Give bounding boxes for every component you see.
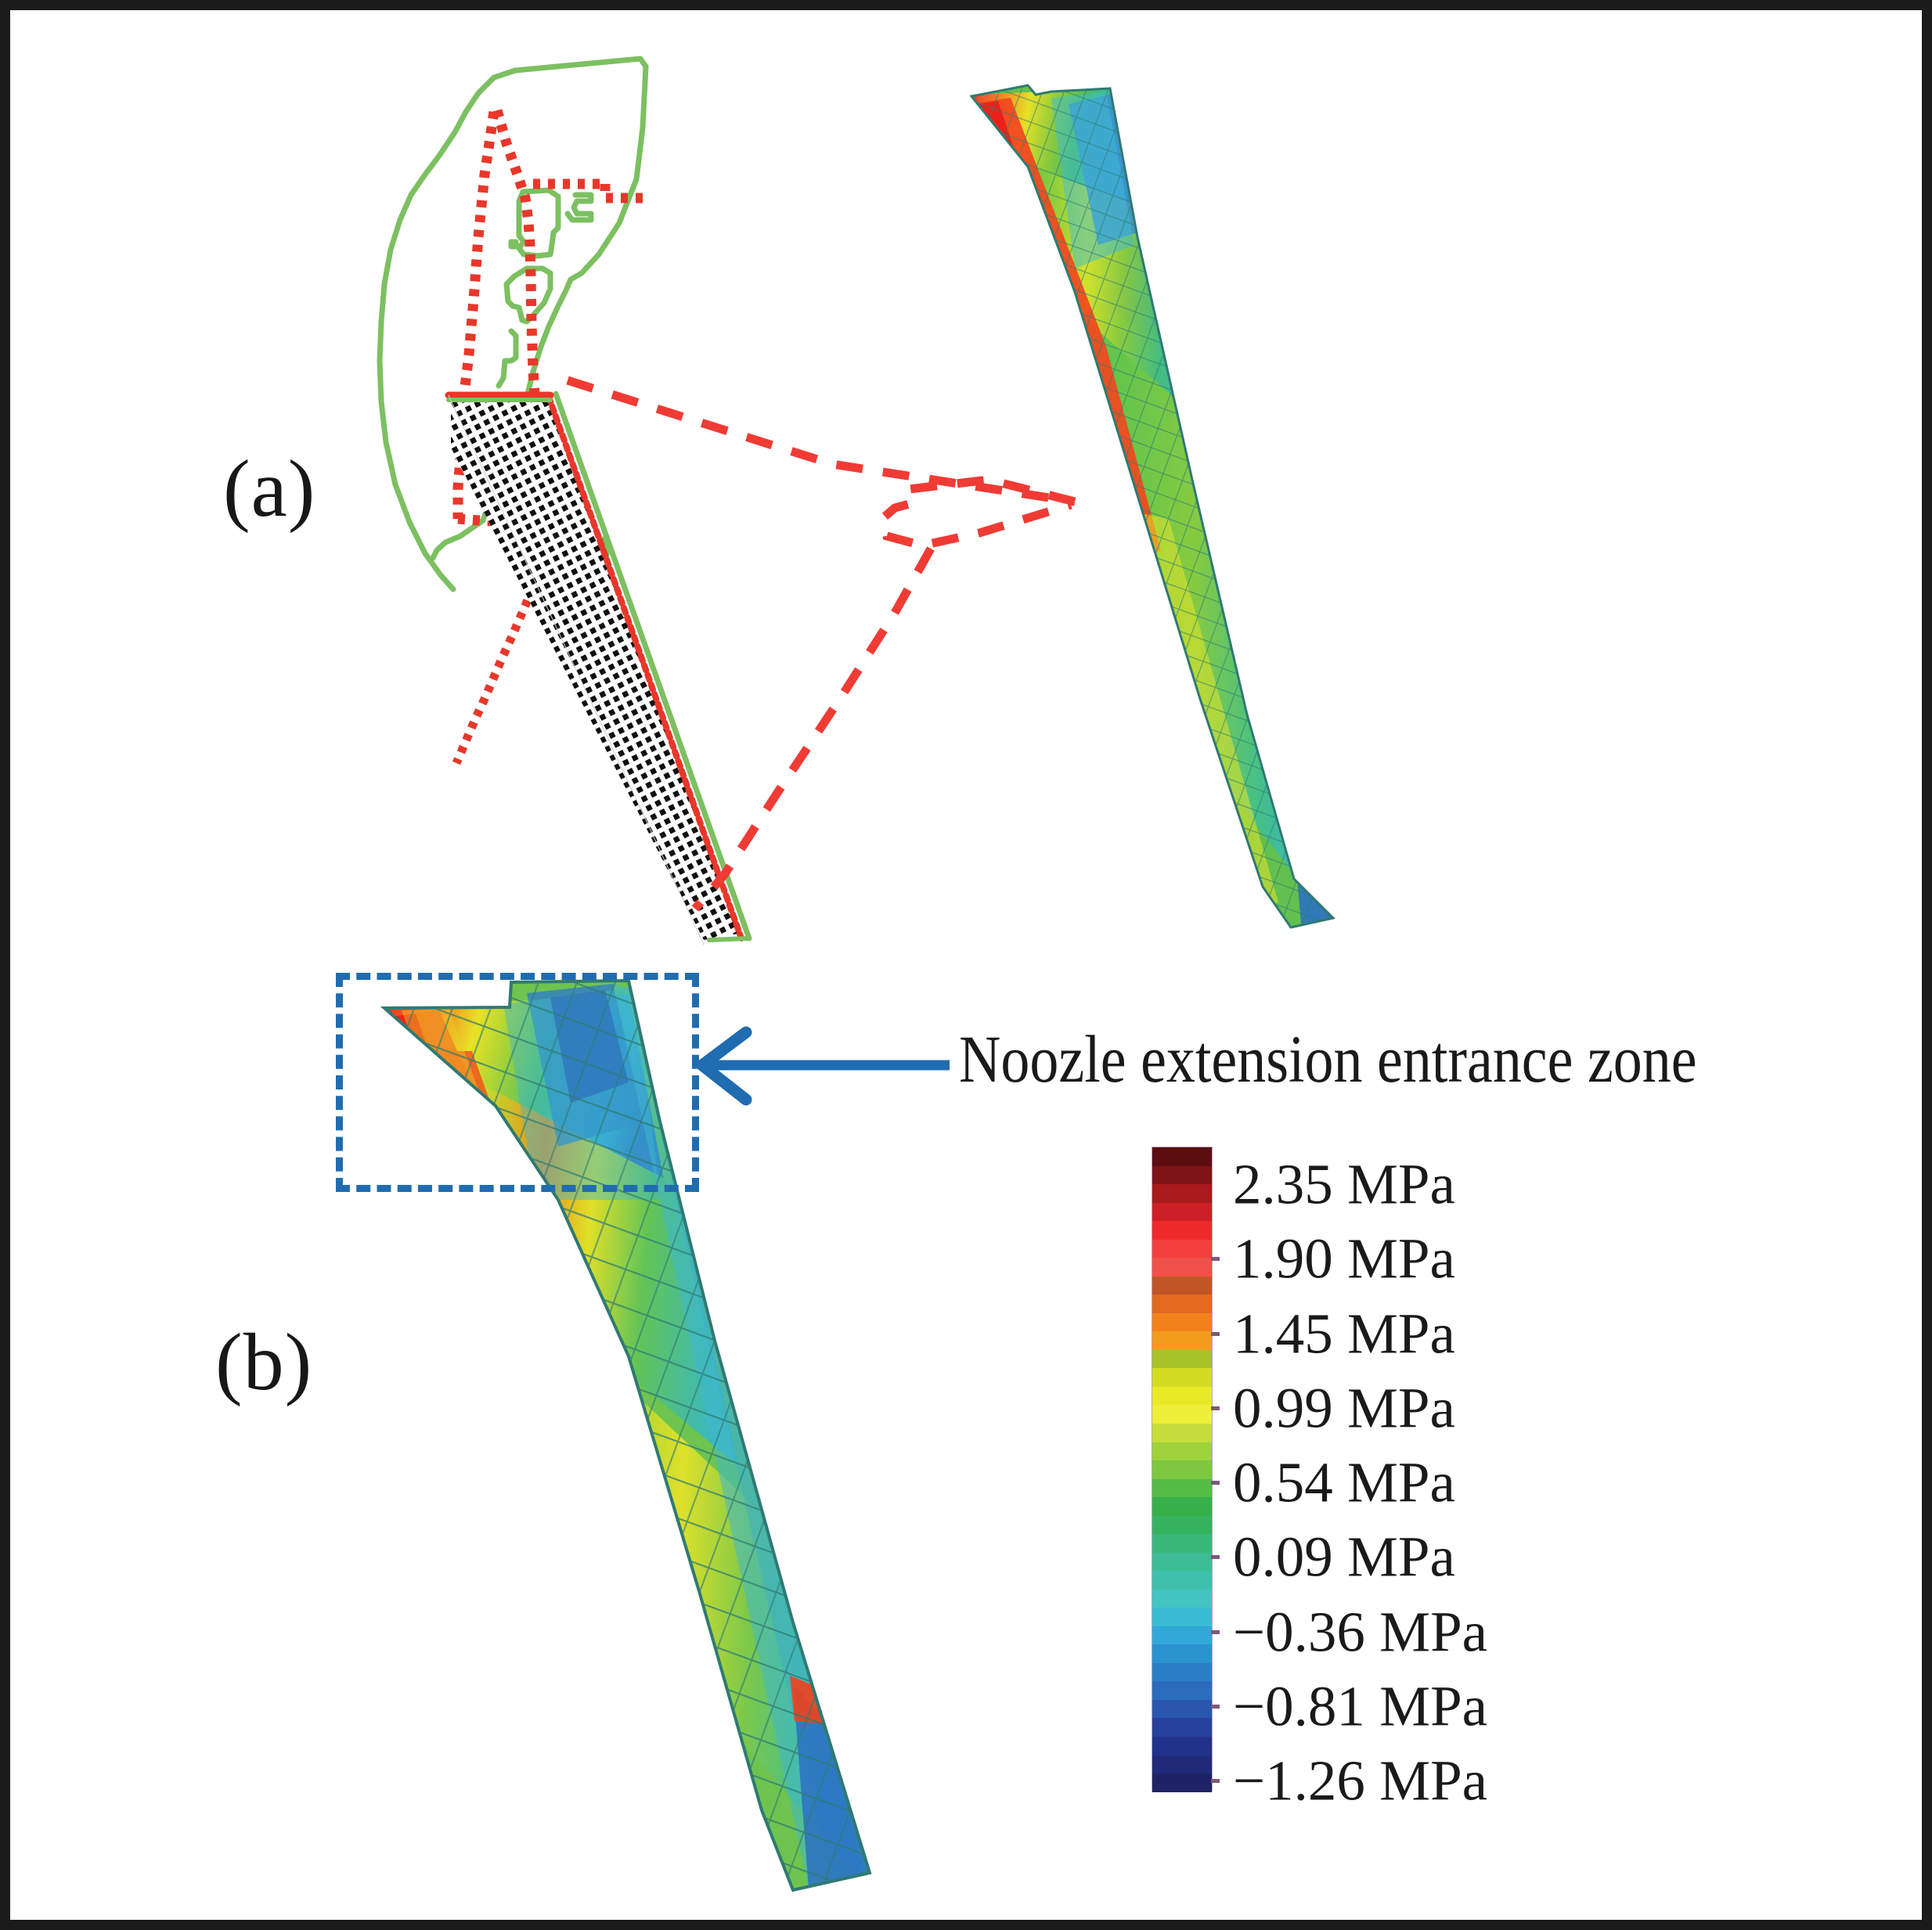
colorbar-label: −0.81 MPa — [1233, 1674, 1488, 1738]
colorbar-band — [1152, 1239, 1212, 1258]
colorbar-band — [1152, 1737, 1212, 1755]
colorbar-band — [1152, 1405, 1212, 1424]
colorbar-label: 0.99 MPa — [1233, 1376, 1455, 1440]
colorbar-band — [1152, 1681, 1212, 1700]
colorbar-band — [1152, 1478, 1212, 1498]
colorbar-tick — [1211, 1331, 1220, 1336]
colorbar-tick — [1211, 1257, 1220, 1262]
colorbar-band — [1152, 1258, 1212, 1276]
red-callout — [566, 376, 1076, 912]
panel-a-schematic — [377, 56, 1335, 945]
colorbar-band — [1152, 1497, 1212, 1516]
colorbar-tick — [1211, 1704, 1220, 1709]
colorbar-band — [1152, 1423, 1212, 1442]
colorbar-label: 1.90 MPa — [1233, 1226, 1455, 1291]
colorbar-band — [1152, 1386, 1212, 1406]
colorbar-tick — [1211, 1555, 1220, 1560]
colorbar-band — [1152, 1349, 1212, 1369]
colorbar-tick — [1211, 1481, 1220, 1485]
figure-canvas: (a) (b) Noozle extension entrance zone 2… — [10, 10, 1922, 1920]
meshed-nozzle-wall — [451, 396, 738, 940]
colorbar-band — [1152, 1312, 1212, 1332]
colorbar-tick — [1211, 1779, 1220, 1783]
colorbar-gradient — [1152, 1147, 1213, 1792]
colorbar-band — [1152, 1515, 1212, 1535]
colorbar-band — [1152, 1718, 1212, 1737]
colorbar-band — [1152, 1534, 1212, 1553]
colorbar-band — [1152, 1571, 1212, 1590]
colorbar-label: −1.26 MPa — [1233, 1748, 1488, 1813]
colorbar-band — [1152, 1644, 1212, 1663]
zone-arrow-line — [696, 1026, 950, 1106]
colorbar-label: 0.54 MPa — [1233, 1450, 1455, 1514]
colorbar-band — [1152, 1626, 1212, 1645]
colorbar-band — [1152, 1276, 1212, 1295]
colorbar-band — [1152, 1368, 1212, 1387]
colorbar-label: −0.36 MPa — [1233, 1600, 1488, 1663]
colorbar-band — [1152, 1699, 1212, 1719]
colorbar-band — [1152, 1589, 1212, 1608]
nozzle-wall-edges — [445, 391, 752, 945]
colorbar-band — [1152, 1165, 1212, 1185]
colorbar-band — [1152, 1460, 1212, 1479]
colorbar-label: 1.45 MPa — [1233, 1302, 1455, 1365]
colorbar-band — [1152, 1184, 1212, 1203]
colorbar-band — [1152, 1202, 1212, 1222]
colorbar-band — [1152, 1608, 1212, 1626]
colorbar-band — [1152, 1294, 1212, 1313]
panel-label-a: (a) — [223, 444, 316, 534]
colorbar-band — [1152, 1331, 1212, 1350]
panel-b-contour-nozzle — [380, 978, 950, 1892]
colorbar-band — [1152, 1221, 1212, 1240]
colorbar-tick — [1211, 1629, 1220, 1634]
colorbar-band — [1152, 1147, 1212, 1166]
zone-highlight-box — [336, 973, 699, 1192]
colorbar-label: 2.35 MPa — [1233, 1152, 1455, 1216]
colorbar-band — [1152, 1662, 1212, 1682]
stress-colorbar: 2.35 MPa 1.90 MPa 1.45 MPa 0.99 MPa 0.54 MPa… — [1152, 1147, 1487, 1809]
colorbar-label: 0.09 MPa — [1233, 1525, 1455, 1589]
colorbar-band — [1152, 1552, 1212, 1572]
colorbar-tick — [1211, 1406, 1220, 1410]
colorbar-band — [1152, 1442, 1212, 1461]
colorbar-band — [1152, 1773, 1212, 1792]
zone-annotation-label: Noozle extension entrance zone — [959, 1021, 1697, 1096]
colorbar-band — [1152, 1755, 1212, 1774]
panel-label-b: (b) — [215, 1317, 313, 1407]
